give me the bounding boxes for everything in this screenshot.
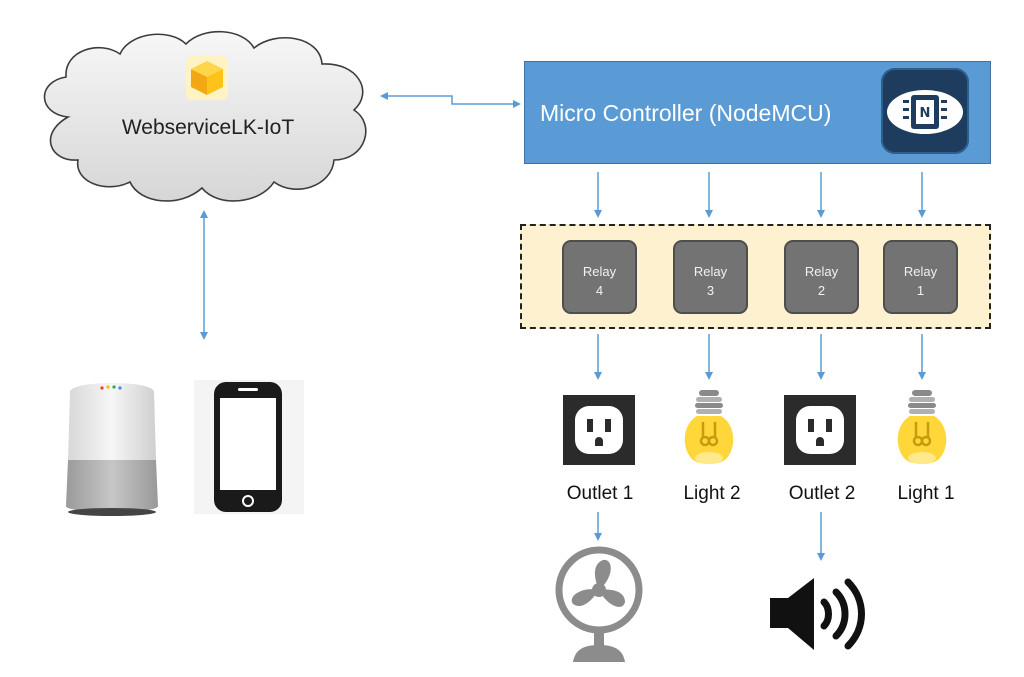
relay-number: 2 [817, 283, 826, 298]
relay-number: 3 [706, 283, 715, 298]
relay-3: Relay 3 [673, 240, 748, 314]
output-label-outlet-1: Outlet 1 [566, 483, 634, 504]
svg-text:N: N [920, 106, 931, 121]
speaker-icon [770, 574, 870, 659]
relay-1: Relay 1 [883, 240, 958, 314]
micro-controller-box: Micro Controller (NodeMCU) N [524, 61, 991, 164]
light-bulb-icon [896, 388, 948, 477]
relay-2: Relay 2 [784, 240, 859, 314]
outlet-icon [784, 395, 856, 470]
micro-controller-title: Micro Controller (NodeMCU) [540, 100, 832, 126]
relay-number: 1 [916, 283, 925, 298]
relay-label: Relay [804, 264, 839, 279]
relay-label: Relay [582, 264, 617, 279]
smart-speaker-icon [64, 376, 160, 523]
relay-label: Relay [693, 264, 728, 279]
relay-number: 4 [595, 283, 604, 298]
relay-label: Relay [903, 264, 938, 279]
relay-4: Relay 4 [562, 240, 637, 314]
light-bulb-icon [683, 388, 735, 477]
cloud-label: WebserviceLK-IoT [121, 116, 295, 139]
nodemcu-chip-icon: N [881, 68, 969, 154]
output-label-light-1: Light 1 [897, 483, 955, 504]
lk-iot-cube-icon [186, 56, 228, 105]
relay-board: Relay 4 Relay 3 Relay 2 Relay 1 [520, 224, 991, 329]
smartphone-icon [194, 380, 304, 519]
fan-icon [553, 546, 645, 667]
output-label-light-2: Light 2 [683, 483, 741, 504]
output-label-outlet-2: Outlet 2 [788, 483, 856, 504]
cloud-shape [43, 30, 367, 202]
outlet-icon [563, 395, 635, 470]
arrow-cloud-controller [380, 92, 521, 108]
